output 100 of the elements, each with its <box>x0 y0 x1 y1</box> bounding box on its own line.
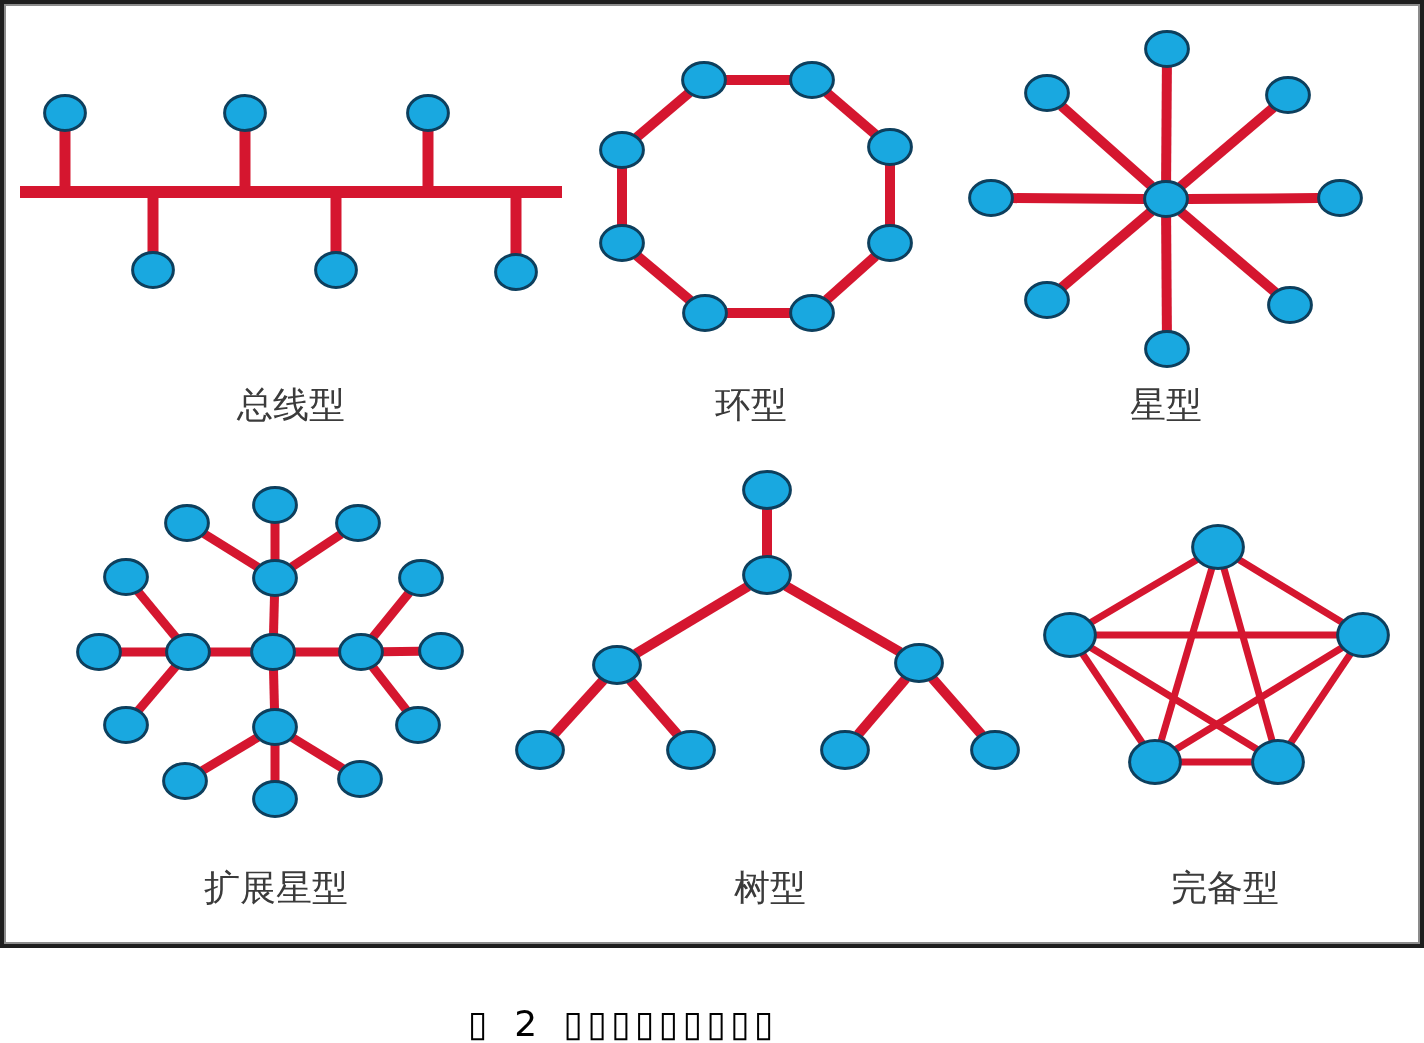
network-node <box>398 559 444 597</box>
link-line <box>885 164 895 226</box>
network-node <box>789 61 835 99</box>
link-line <box>422 130 434 186</box>
link-line <box>270 744 280 782</box>
network-node <box>1251 739 1305 785</box>
topology-label: 完备型 <box>1171 867 1279 909</box>
link-line <box>1058 102 1155 190</box>
network-node <box>1144 330 1190 368</box>
topology-label: 总线型 <box>237 384 345 426</box>
network-node <box>1043 612 1097 658</box>
network-node <box>1317 179 1363 217</box>
network-node <box>252 780 298 818</box>
link-line <box>1089 556 1199 626</box>
network-node <box>406 94 450 132</box>
link-line <box>330 198 342 253</box>
link-line <box>1180 758 1253 766</box>
network-node <box>1143 180 1189 218</box>
network-node <box>682 294 728 332</box>
link-line <box>1088 644 1260 753</box>
topology-label: 环型 <box>715 384 787 426</box>
link-line <box>1220 566 1276 743</box>
link-line <box>633 251 694 305</box>
network-node <box>681 61 727 99</box>
topology-label: 树型 <box>734 867 806 909</box>
link-line <box>269 595 279 635</box>
network-node <box>1267 286 1313 324</box>
link-line <box>633 581 751 659</box>
network-node <box>599 224 645 262</box>
link-line <box>369 589 413 641</box>
link-line <box>270 522 280 561</box>
network-node <box>1024 281 1070 319</box>
link-line <box>134 588 180 641</box>
network-node <box>250 633 296 671</box>
link-line <box>726 308 791 318</box>
link-line <box>762 508 772 557</box>
network-node <box>131 251 175 289</box>
network-node <box>867 128 913 166</box>
network-node <box>1191 524 1245 570</box>
network-node <box>515 730 565 770</box>
network-node <box>970 730 1020 770</box>
network-node <box>418 632 464 670</box>
network-node <box>1024 74 1070 112</box>
network-node <box>494 253 538 291</box>
network-node <box>867 224 913 262</box>
topology-label: 星型 <box>1130 384 1202 426</box>
link-line <box>1173 644 1345 753</box>
network-node <box>252 559 298 597</box>
network-node <box>820 730 870 770</box>
network-node <box>76 633 122 671</box>
figure-caption: ▯ 2 ▯▯▯▯▯▯▯▯▯ <box>468 1004 778 1043</box>
link-line <box>854 675 910 738</box>
network-node <box>223 94 267 132</box>
network-node <box>666 730 716 770</box>
network-node <box>1336 612 1390 658</box>
network-node <box>314 251 358 289</box>
link-line <box>626 677 682 738</box>
link-line <box>1161 216 1172 332</box>
link-line <box>617 167 627 226</box>
link-line <box>200 733 260 775</box>
link-line <box>59 130 71 186</box>
network-node <box>165 633 211 671</box>
link-line <box>725 75 791 85</box>
link-line <box>134 663 180 714</box>
network-node <box>337 760 383 798</box>
network-node <box>1128 739 1182 785</box>
link-line <box>928 674 986 739</box>
link-line <box>368 664 411 713</box>
link-line <box>147 198 159 253</box>
link-line <box>1177 207 1279 297</box>
link-line <box>289 733 346 773</box>
link-line <box>1287 651 1354 746</box>
link-line <box>239 130 251 186</box>
network-node <box>742 555 792 595</box>
link-line <box>1079 651 1146 746</box>
link-line <box>633 88 693 142</box>
link-line <box>549 676 608 739</box>
link-line <box>510 198 522 255</box>
link-line <box>1187 193 1319 204</box>
link-line <box>1012 193 1145 204</box>
network-node <box>338 633 384 671</box>
link-line <box>1157 566 1216 743</box>
network-node <box>395 706 441 744</box>
link-line <box>1095 631 1338 639</box>
topology-label: 扩展星型 <box>204 867 348 909</box>
network-node <box>252 486 298 524</box>
network-node <box>335 504 381 542</box>
link-line <box>209 647 252 657</box>
link-line <box>201 529 261 572</box>
network-node <box>1144 30 1190 68</box>
link-line <box>1236 556 1345 626</box>
network-node <box>742 470 792 510</box>
network-node <box>968 179 1014 217</box>
network-node <box>252 708 298 746</box>
link-line <box>783 581 903 657</box>
link-line <box>1177 103 1277 191</box>
network-node <box>103 706 149 744</box>
network-node <box>592 645 642 685</box>
network-node <box>164 504 210 542</box>
link-line <box>1161 66 1172 182</box>
